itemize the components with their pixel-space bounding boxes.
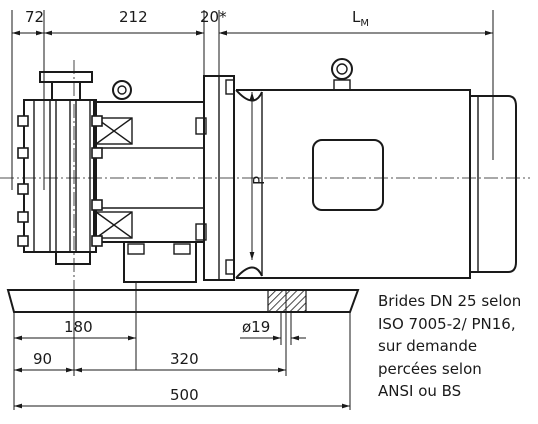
bearing-bracket	[93, 80, 205, 283]
dim-lm: LM	[352, 8, 369, 29]
note-line: sur demande	[378, 337, 478, 355]
dim-lm-main: L	[352, 8, 361, 26]
note-line: ANSI ou BS	[378, 382, 462, 400]
dim-500: 500	[170, 386, 199, 404]
note-line: Brides DN 25 selon	[378, 292, 522, 310]
dim-212: 212	[119, 8, 148, 26]
dim-180: 180	[64, 318, 93, 336]
note-line: ISO 7005-2/ PN16,	[378, 314, 516, 333]
dim-72: 72	[25, 8, 44, 26]
dim-bolt-hole: ø19	[242, 318, 270, 336]
pump-casing	[17, 71, 103, 265]
dim-lm-sub: M	[360, 18, 369, 29]
note-line: percées selon	[378, 359, 482, 378]
motor: P	[235, 58, 517, 279]
label-p: P	[250, 176, 268, 185]
bolt-hole-hatch	[267, 289, 307, 313]
dim-90: 90	[33, 350, 52, 368]
bottom-dimension-chain: 180 ø19 90 320 500	[13, 312, 351, 410]
dim-320: 320	[170, 350, 199, 368]
flange-note: Brides DN 25 selon ISO 7005-2/ PN16, sur…	[378, 290, 538, 403]
dim-20-star: 20*	[200, 8, 227, 26]
top-dimension-chain: 72 212 20* LM	[11, 8, 494, 200]
